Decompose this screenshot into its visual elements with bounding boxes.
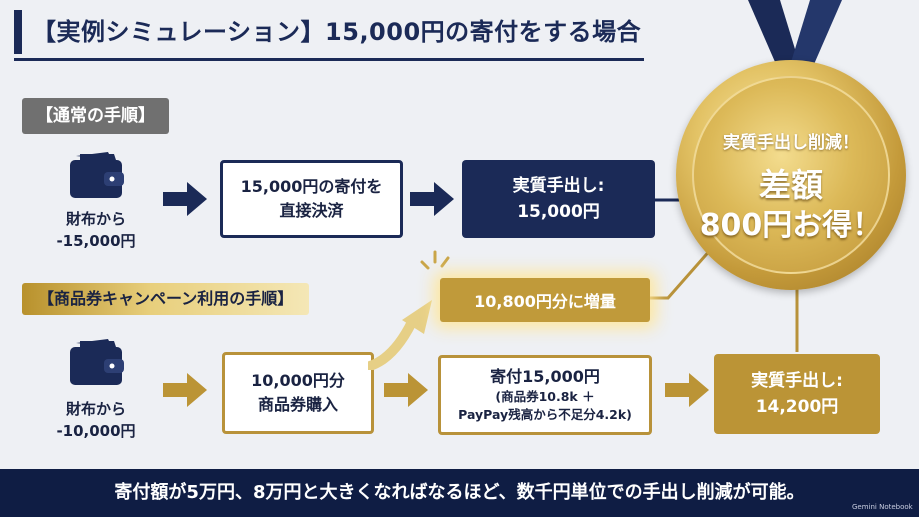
page-title: 【実例シミュレーション】15,000円の寄付をする場合 xyxy=(32,18,642,46)
campaign-step-voucher-purchase: 10,000円分 商品券購入 xyxy=(222,352,374,434)
medal-ribbon-icon xyxy=(748,0,842,78)
footer-text: 寄付額が5万円、8万円と大きくなればなるほど、数千円単位での手出し削減が可能。 xyxy=(114,482,805,503)
campaign-wallet-label: 財布から -10,000円 xyxy=(36,398,156,442)
normal-wallet-label: 財布から -15,000円 xyxy=(36,208,156,252)
donation-sub1: (商品券10.8k ＋ xyxy=(495,389,595,404)
normal-wallet-line1: 財布から xyxy=(65,210,126,228)
normal-wallet-line2: -15,000円 xyxy=(56,232,136,250)
title-underline xyxy=(14,58,644,61)
campaign-step-line1: 10,000円分 xyxy=(251,371,345,390)
watermark: Gemini Notebook xyxy=(852,503,913,511)
normal-result-line2: 15,000円 xyxy=(517,202,600,222)
campaign-result-line2: 14,200円 xyxy=(755,397,839,417)
medal-line2: 差額 xyxy=(758,166,823,204)
arrow-right-icon xyxy=(410,182,454,216)
boost-box: 10,800円分に増量 xyxy=(440,278,650,322)
section-label-campaign: 【商品券キャンペーン利用の手順】 xyxy=(22,283,310,315)
medal-line3: 800円お得！ xyxy=(699,208,883,243)
campaign-wallet-line2: -10,000円 xyxy=(56,422,136,440)
normal-step-direct-payment: 15,000円の寄付を 直接決済 xyxy=(220,160,403,238)
arrow-right-icon xyxy=(163,373,207,407)
medal-line1: 実質手出し削減！ xyxy=(723,133,859,153)
title-accent-bar xyxy=(14,10,22,54)
arrow-right-icon xyxy=(384,373,428,407)
curved-arrow-icon xyxy=(368,300,432,370)
campaign-result-box: 実質手出し: 14,200円 xyxy=(714,354,880,434)
normal-result-line1: 実質手出し: xyxy=(512,176,605,196)
medal-inner xyxy=(692,76,890,274)
campaign-result-line1: 実質手出し: xyxy=(751,371,843,391)
normal-step-line2: 直接決済 xyxy=(279,201,344,220)
donation-sub2: PayPay残高から不足分4.2k) xyxy=(458,407,632,422)
sparkle-icon xyxy=(420,250,450,270)
normal-step-line1: 15,000円の寄付を xyxy=(240,177,383,196)
campaign-step-line2: 商品券購入 xyxy=(257,395,338,414)
wallet-icon xyxy=(70,152,124,198)
donation-main: 寄付15,000円 xyxy=(490,367,600,386)
section-label-normal: 【通常の手順】 xyxy=(22,98,169,134)
campaign-wallet-line1: 財布から xyxy=(65,400,126,418)
arrow-right-icon xyxy=(665,373,709,407)
campaign-donation-box: 寄付15,000円 (商品券10.8k ＋ PayPay残高から不足分4.2k) xyxy=(438,355,652,435)
arrow-right-icon xyxy=(163,182,207,216)
wallet-icon xyxy=(70,339,124,385)
normal-result-box: 実質手出し: 15,000円 xyxy=(462,160,655,238)
footer-bar xyxy=(0,469,919,517)
